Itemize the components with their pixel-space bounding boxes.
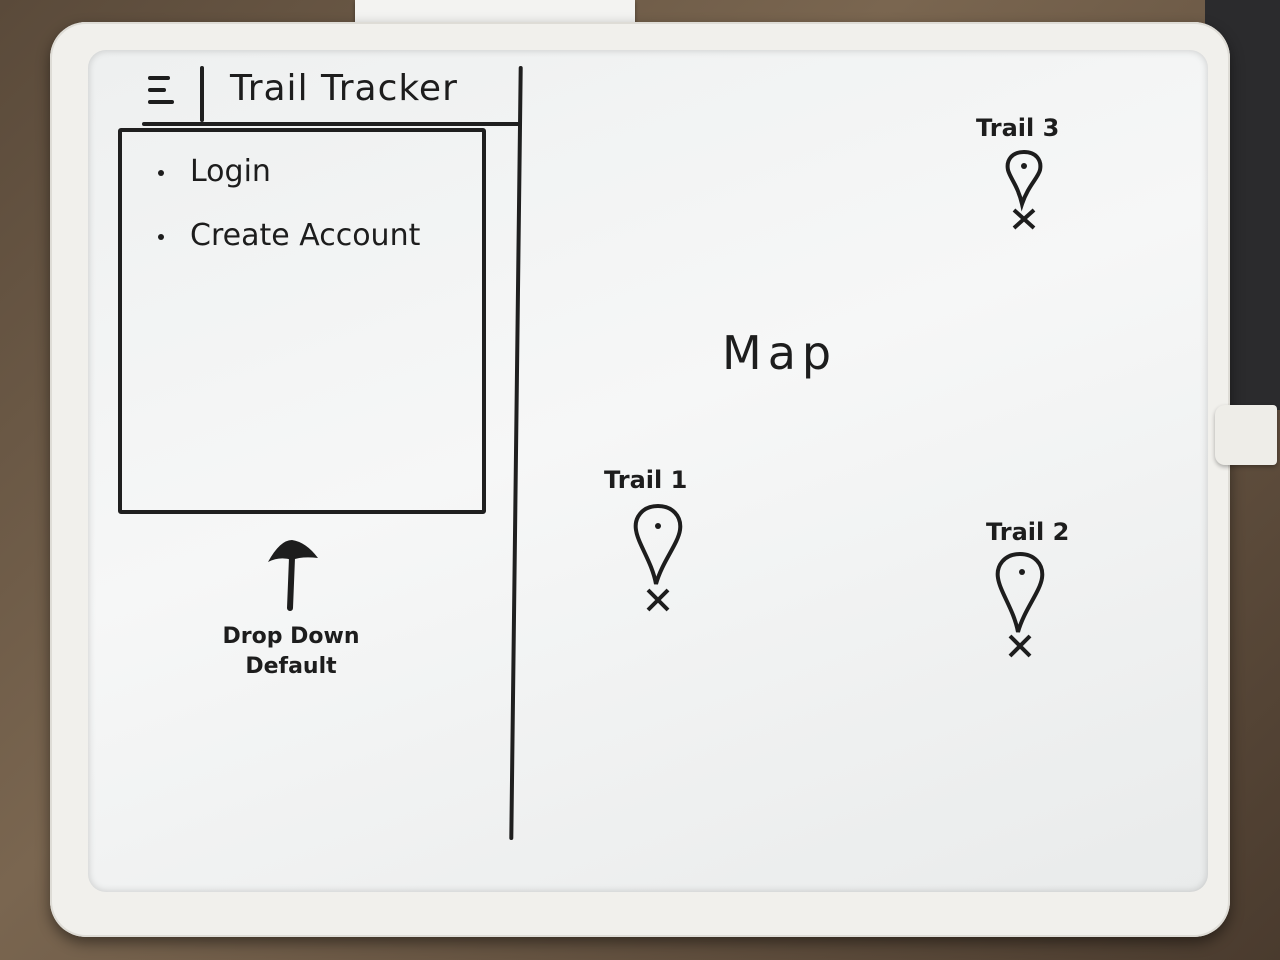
bullet-icon: [158, 169, 164, 176]
login-link[interactable]: Login: [190, 154, 271, 189]
map-pin-icon-trail-1[interactable]: [630, 500, 686, 616]
bullet-icon: [158, 233, 164, 240]
marker-label-trail-3: Trail 3: [976, 114, 1060, 142]
hamburger-menu-icon[interactable]: [142, 70, 190, 114]
map-pin-icon-trail-3[interactable]: [1000, 148, 1048, 234]
map-pin-icon-trail-2[interactable]: [992, 548, 1048, 664]
annotation-line-1: Drop Down: [222, 624, 360, 649]
menu-item-create-account[interactable]: Create Account: [158, 218, 420, 253]
annotation-line-2: Default: [245, 654, 337, 679]
whiteboard: [88, 50, 1208, 892]
marker-label-trail-1: Trail 1: [604, 466, 688, 494]
create-account-link[interactable]: Create Account: [190, 218, 421, 253]
header-divider: [200, 66, 204, 122]
dropdown-annotation: Drop Down Default: [206, 622, 376, 682]
header-underline: [142, 122, 520, 126]
app-title: Trail Tracker: [230, 68, 458, 109]
dropdown-menu: [118, 128, 486, 514]
up-arrow-icon: [268, 540, 318, 611]
menu-item-login[interactable]: Login: [158, 154, 271, 189]
map-label: Map: [722, 326, 838, 380]
marker-label-trail-2: Trail 2: [986, 518, 1070, 546]
marker-clip: [1215, 405, 1277, 465]
